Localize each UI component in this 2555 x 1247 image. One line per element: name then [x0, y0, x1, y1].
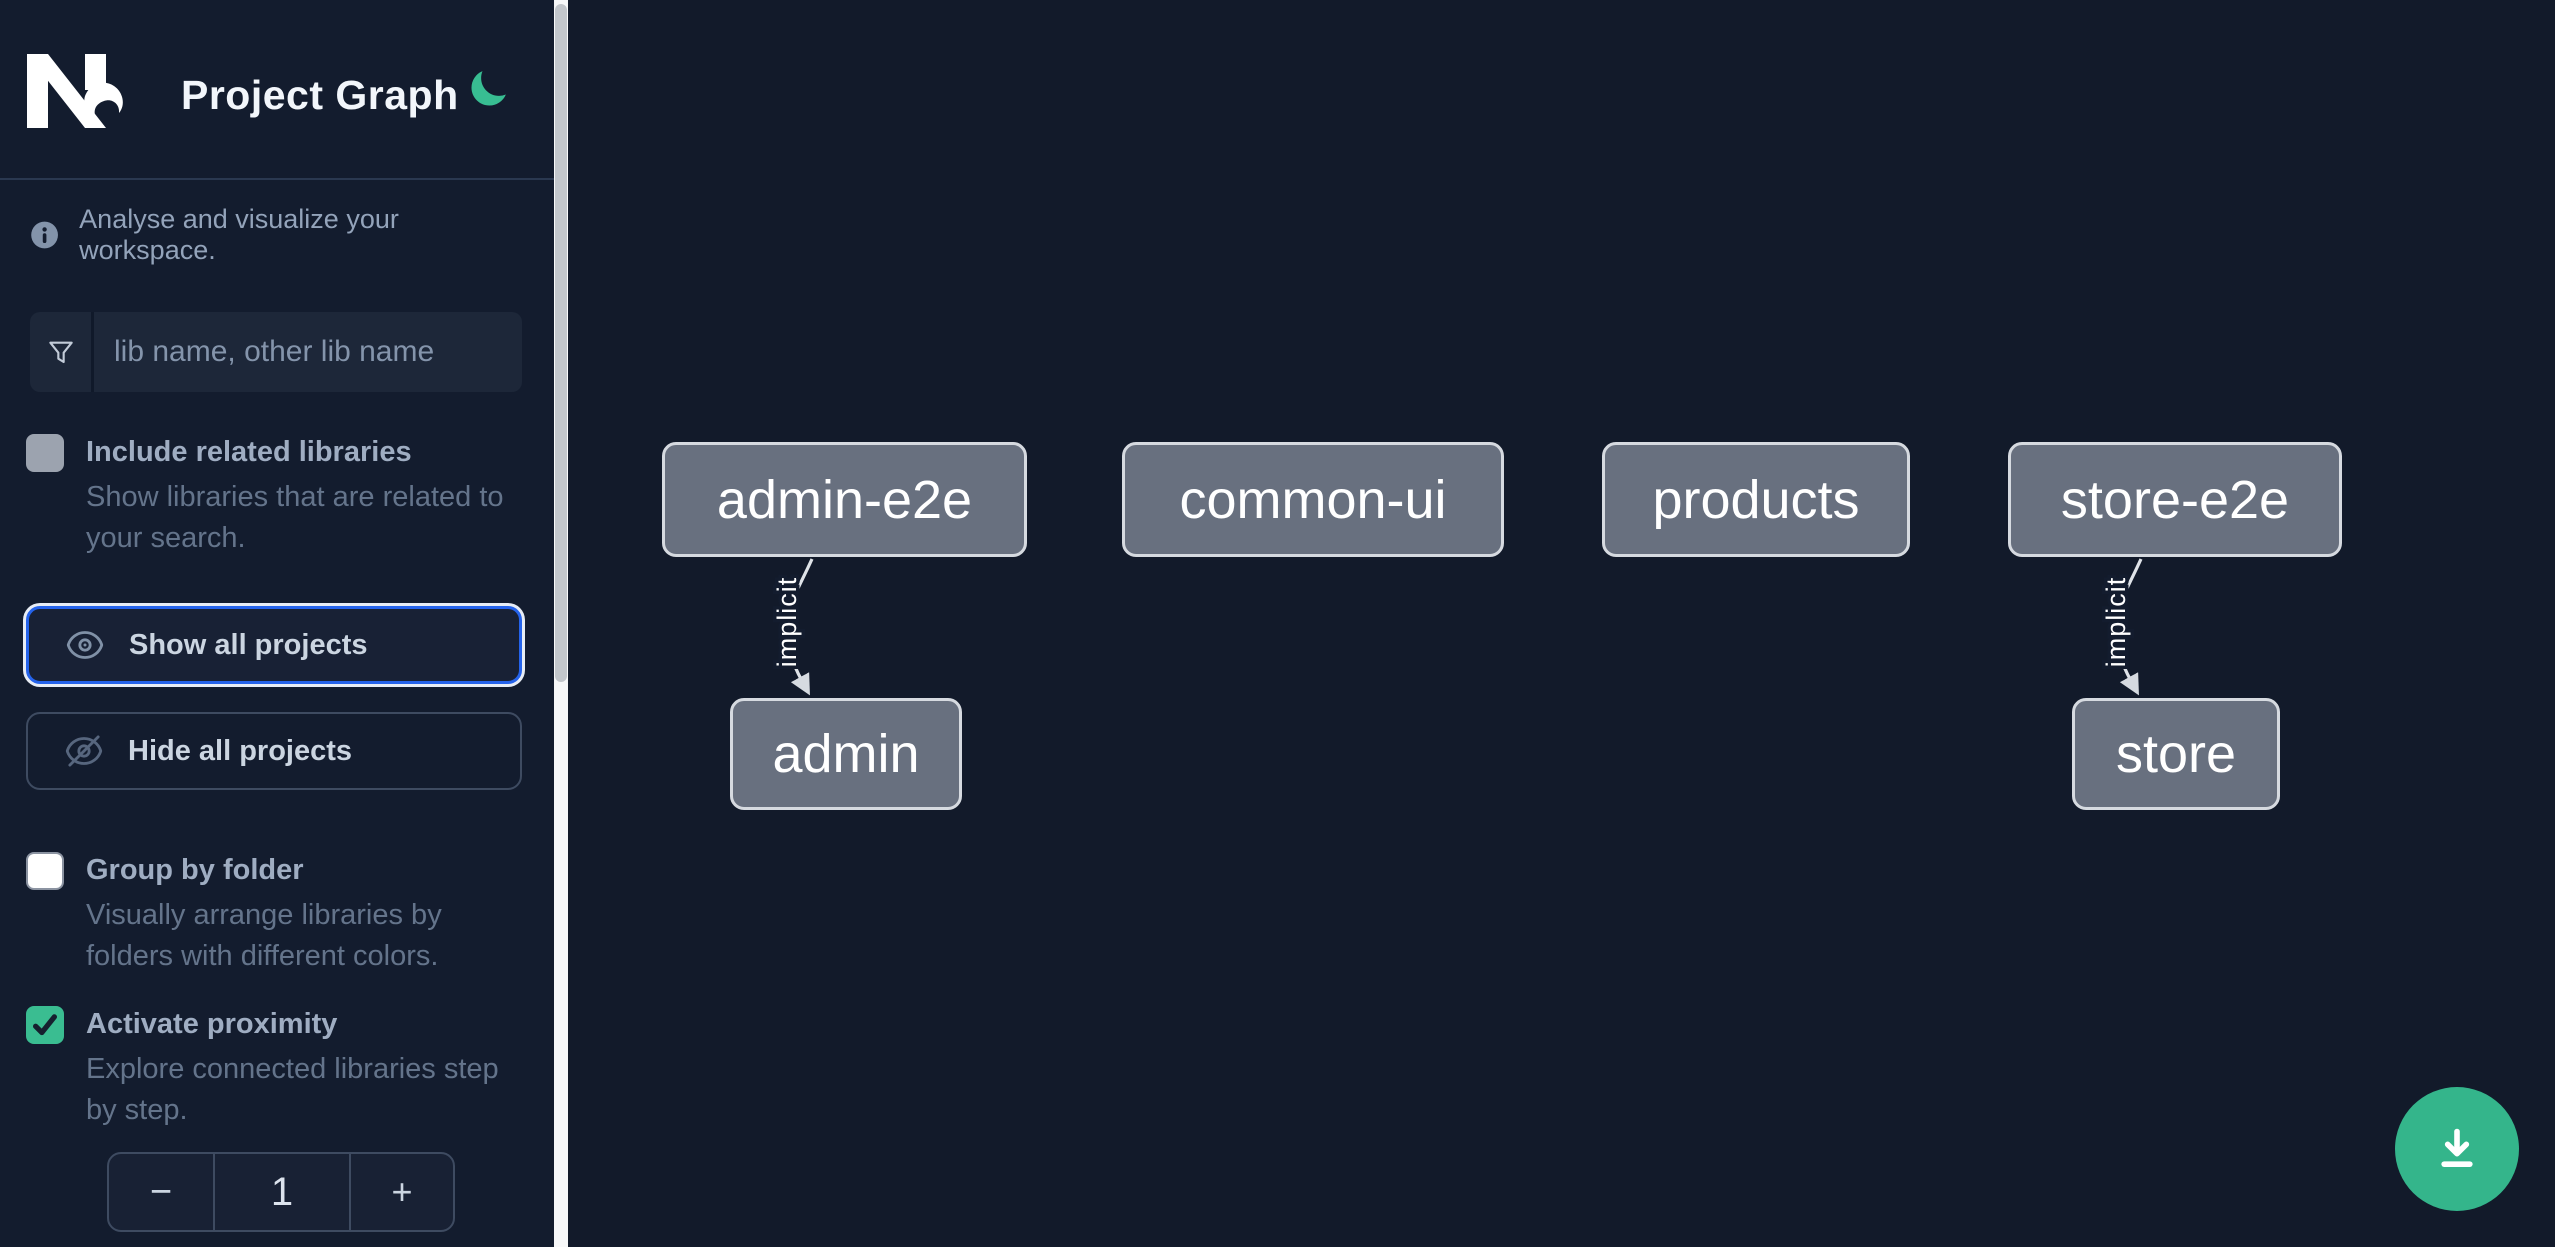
group-by-folder-row: Group by folder Visually arrange librari… [26, 850, 526, 977]
sidebar-scrollbar[interactable] [554, 0, 568, 1247]
graph-canvas[interactable]: implicit implicit admin-e2e common-ui pr… [568, 0, 2555, 1247]
graph-node-products[interactable]: products [1602, 442, 1910, 557]
include-related-row: Include related libraries Show libraries… [26, 432, 526, 559]
decrement-button[interactable]: − [109, 1154, 213, 1230]
tagline-text: Analyse and visualize your workspace. [79, 204, 399, 265]
info-icon [31, 221, 58, 249]
show-all-projects-label: Show all projects [129, 628, 368, 661]
download-image-button[interactable] [2395, 1087, 2519, 1211]
eye-icon [66, 631, 104, 659]
sidebar-header: Project Graph [0, 0, 554, 180]
activate-proximity-description: Explore connected libraries step by step… [86, 1053, 499, 1126]
tagline-row: Analyse and visualize your workspace. [30, 204, 530, 266]
checkmark-icon [33, 1014, 57, 1036]
graph-node-store-e2e[interactable]: store-e2e [2008, 442, 2342, 557]
nx-logo-icon [27, 54, 123, 128]
graph-node-admin-e2e[interactable]: admin-e2e [662, 442, 1027, 557]
include-related-description: Show libraries that are related to your … [86, 481, 504, 554]
theme-toggle-button[interactable] [462, 64, 514, 116]
activate-proximity-checkbox[interactable] [26, 1006, 64, 1044]
moon-icon [471, 70, 506, 105]
page-title: Project Graph [181, 72, 459, 118]
graph-edges: implicit implicit [769, 558, 2143, 696]
group-by-folder-description: Visually arrange libraries by folders wi… [86, 899, 442, 972]
group-by-folder-label: Group by folder [86, 854, 304, 886]
funnel-icon [30, 312, 94, 392]
sidebar-scrollbar-thumb[interactable] [555, 4, 567, 682]
eye-slash-icon [65, 735, 103, 767]
hide-all-projects-label: Hide all projects [128, 734, 353, 767]
include-related-label: Include related libraries [86, 436, 412, 468]
graph-node-admin[interactable]: admin [730, 698, 962, 810]
activate-proximity-row: Activate proximity Explore connected lib… [26, 1004, 526, 1131]
edge-label-implicit: implicit [772, 577, 802, 668]
graph-node-store[interactable]: store [2072, 698, 2280, 810]
show-all-projects-button[interactable]: Show all projects [26, 606, 522, 684]
proximity-depth-value[interactable]: 1 [213, 1154, 351, 1230]
activate-proximity-label: Activate proximity [86, 1008, 338, 1040]
include-related-checkbox[interactable] [26, 434, 64, 472]
edge-label-implicit: implicit [2101, 577, 2131, 668]
edge-store-e2e-to-store [2114, 558, 2143, 696]
download-icon [2441, 1128, 2473, 1167]
proximity-depth-stepper: − 1 + [107, 1152, 455, 1232]
graph-node-common-ui[interactable]: common-ui [1122, 442, 1504, 557]
filter-input[interactable] [94, 312, 522, 392]
sidebar: Project Graph Analyse and visualize your… [0, 0, 568, 1247]
filter-input-group [30, 312, 522, 392]
group-by-folder-checkbox[interactable] [26, 852, 64, 890]
hide-all-projects-button[interactable]: Hide all projects [26, 712, 522, 790]
edge-admin-e2e-to-admin [785, 558, 814, 696]
increment-button[interactable]: + [351, 1154, 453, 1230]
